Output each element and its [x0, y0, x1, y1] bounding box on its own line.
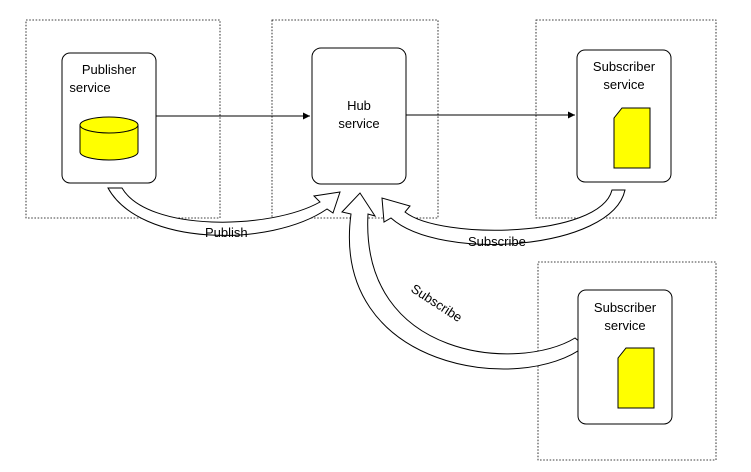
subscriber-top-region — [535, 19, 717, 219]
hub-service-label-line2: service — [338, 116, 379, 131]
publisher-region — [25, 19, 221, 219]
subscriber-top-label-line1: Subscriber — [593, 59, 656, 74]
database-icon — [79, 116, 139, 161]
subscribe-top-curved-arrow — [381, 189, 626, 245]
publisher-service-label-line1: Publisher — [82, 62, 137, 77]
subscriber-top-label-line2: service — [603, 77, 644, 92]
document-icon — [613, 107, 651, 169]
publisher-service-label-line2: service — [69, 80, 110, 95]
subscribe-bottom-curved-arrow — [341, 192, 586, 370]
publisher-service: Publisher service — [61, 52, 157, 184]
subscribe-bottom-label: Subscribe — [408, 281, 465, 325]
hub-service: Hub service — [311, 47, 407, 185]
publish-curved-arrow — [107, 187, 341, 236]
subscriber-bottom-label-line1: Subscriber — [594, 300, 657, 315]
subscriber-bottom-service: Subscriber service — [577, 289, 673, 425]
subscribe-top-label: Subscribe — [468, 234, 526, 249]
document-icon — [617, 347, 655, 409]
subscriber-bottom-label-line2: service — [604, 318, 645, 333]
subscriber-top-service: Subscriber service — [576, 49, 672, 183]
publish-label: Publish — [205, 225, 248, 240]
hub-service-label-line1: Hub — [347, 98, 371, 113]
